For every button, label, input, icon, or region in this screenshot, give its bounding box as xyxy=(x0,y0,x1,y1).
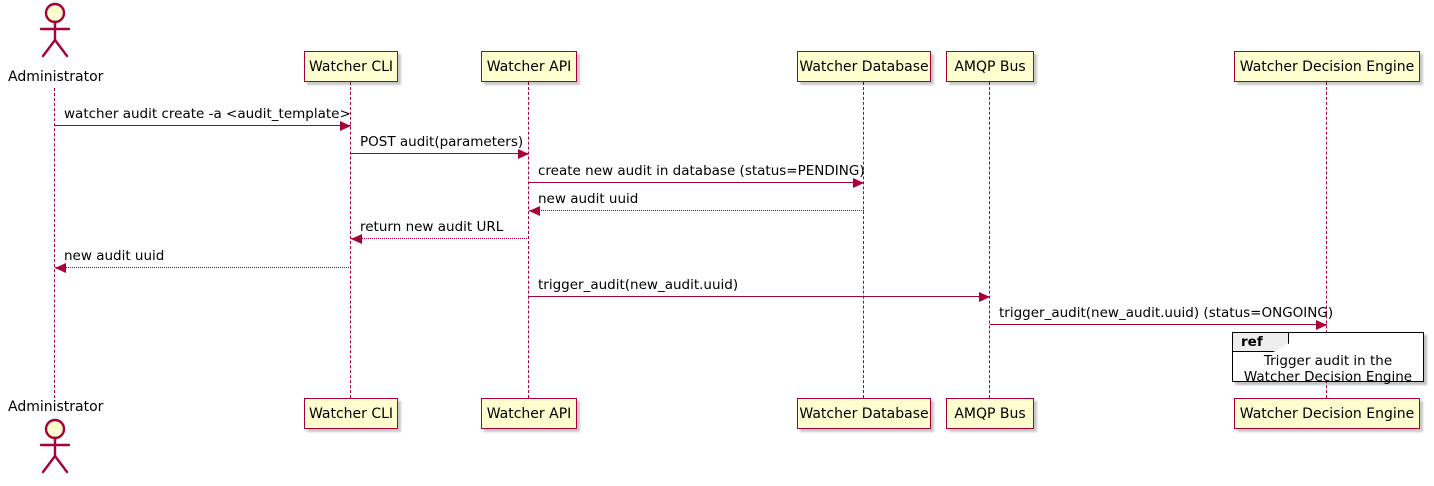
actor-administrator xyxy=(33,418,77,474)
ref-fragment-line: Trigger audit in the xyxy=(1263,353,1393,369)
message-label-m5: return new audit URL xyxy=(360,219,504,235)
message-label-m7: trigger_audit(new_audit.uuid) xyxy=(538,277,739,293)
actor-figure-icon xyxy=(39,418,71,474)
message-label-m4: new audit uuid xyxy=(538,191,639,207)
participant-amqp-top[interactable]: AMQP Bus xyxy=(946,51,1034,82)
lifeline-engine xyxy=(1326,82,1328,398)
participant-engine-bottom[interactable]: Watcher Decision Engine xyxy=(1234,398,1420,429)
participant-amqp-bottom[interactable]: AMQP Bus xyxy=(946,398,1034,429)
message-label-m8: trigger_audit(new_audit.uuid) (status=ON… xyxy=(999,305,1334,321)
message-arrowhead-m3 xyxy=(853,178,864,188)
message-label-m2: POST audit(parameters) xyxy=(360,134,524,150)
message-arrowhead-m2 xyxy=(518,149,529,159)
actor-figure-icon xyxy=(39,2,71,58)
message-label-m3: create new audit in database (status=PEN… xyxy=(538,163,865,179)
participant-db-bottom[interactable]: Watcher Database xyxy=(797,398,931,429)
participant-cli-top[interactable]: Watcher CLI xyxy=(304,51,398,82)
participant-db-top[interactable]: Watcher Database xyxy=(797,51,931,82)
message-line-m6 xyxy=(55,267,351,268)
message-line-m2 xyxy=(351,153,529,154)
message-arrowhead-m7 xyxy=(979,292,990,302)
message-line-m8 xyxy=(990,324,1327,325)
message-line-m1 xyxy=(55,125,351,126)
message-arrowhead-m8 xyxy=(1316,320,1327,330)
message-arrowhead-m1 xyxy=(340,121,351,131)
message-arrowhead-m6 xyxy=(55,263,66,273)
participant-cli-bottom[interactable]: Watcher CLI xyxy=(304,398,398,429)
participant-api-top[interactable]: Watcher API xyxy=(481,51,577,82)
lifeline-db xyxy=(863,82,865,398)
actor-label-top: Administrator xyxy=(8,69,104,85)
participant-engine-top[interactable]: Watcher Decision Engine xyxy=(1234,51,1420,82)
participant-api-bottom[interactable]: Watcher API xyxy=(481,398,577,429)
lifeline-amqp xyxy=(989,82,991,398)
lifeline-administrator xyxy=(54,88,56,398)
message-label-m6: new audit uuid xyxy=(64,248,165,264)
message-label-m1: watcher audit create -a <audit_template> xyxy=(64,106,351,122)
ref-fragment-tag: ref xyxy=(1233,333,1289,352)
message-line-m5 xyxy=(351,238,529,239)
message-line-m7 xyxy=(529,296,990,297)
actor-label-bottom: Administrator xyxy=(8,399,104,415)
lifeline-api xyxy=(528,82,530,398)
message-line-m4 xyxy=(529,210,864,211)
message-line-m3 xyxy=(529,182,864,183)
message-arrowhead-m4 xyxy=(529,206,540,216)
ref-fragment-line: Watcher Decision Engine xyxy=(1243,369,1413,385)
actor-administrator xyxy=(33,2,77,58)
lifeline-cli xyxy=(350,82,352,398)
message-arrowhead-m5 xyxy=(351,234,362,244)
